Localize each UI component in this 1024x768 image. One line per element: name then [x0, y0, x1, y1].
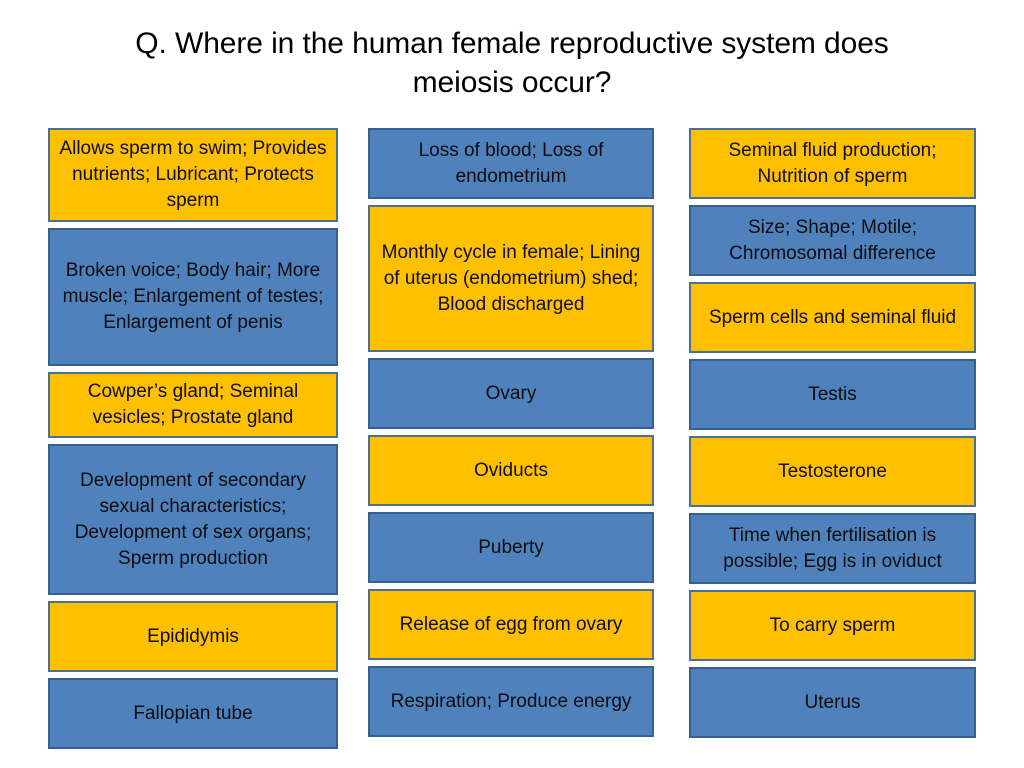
answer-box-label: Fallopian tube — [133, 702, 253, 724]
answer-box[interactable]: Broken voice; Body hair; More muscle; En… — [48, 228, 338, 366]
answer-box-label: Monthly cycle in female; Lining of uteru… — [381, 241, 641, 315]
answer-box-label: Oviducts — [474, 459, 548, 481]
answer-box[interactable]: Testosterone — [689, 436, 976, 507]
answer-box[interactable]: Allows sperm to swim; Provides nutrients… — [48, 128, 338, 222]
answer-box-label: Ovary — [485, 382, 537, 404]
answer-box[interactable]: Uterus — [689, 667, 976, 738]
answer-box-label: To carry sperm — [769, 614, 896, 636]
answer-box[interactable]: Sperm cells and seminal fluid — [689, 282, 976, 353]
answer-box-label: Cowper’s gland; Seminal vesicles; Prosta… — [87, 381, 299, 428]
answer-box-label: Development of secondary sexual characte… — [74, 469, 312, 569]
answer-box[interactable]: Epididymis — [48, 601, 338, 672]
answer-box-label: Testis — [808, 383, 857, 405]
answer-box-label: Puberty — [478, 536, 544, 558]
answer-box[interactable]: To carry sperm — [689, 590, 976, 661]
answer-box-label: Epididymis — [147, 625, 239, 647]
answer-box[interactable]: Oviducts — [368, 435, 654, 506]
page-title: Q. Where in the human female reproductiv… — [135, 27, 889, 99]
answer-box[interactable]: Time when fertilisation is possible; Egg… — [689, 513, 976, 584]
answer-box[interactable]: Monthly cycle in female; Lining of uteru… — [368, 205, 654, 352]
answer-box[interactable]: Respiration; Produce energy — [368, 666, 654, 737]
answer-column-1: Allows sperm to swim; Provides nutrients… — [48, 128, 338, 749]
answer-box-label: Respiration; Produce energy — [390, 690, 632, 712]
answer-box-label: Loss of blood; Loss of endometrium — [418, 139, 604, 187]
answer-box-label: Release of egg from ovary — [399, 613, 623, 635]
answer-box-label: Broken voice; Body hair; More muscle; En… — [62, 260, 324, 333]
answer-box-label: Time when fertilisation is possible; Egg… — [723, 524, 942, 572]
answer-box[interactable]: Loss of blood; Loss of endometrium — [368, 128, 654, 199]
answer-box[interactable]: Testis — [689, 359, 976, 430]
answer-box[interactable]: Cowper’s gland; Seminal vesicles; Prosta… — [48, 372, 338, 438]
answer-box[interactable]: Size; Shape; Motile; Chromosomal differe… — [689, 205, 976, 276]
answer-box[interactable]: Seminal fluid production; Nutrition of s… — [689, 128, 976, 199]
answer-box[interactable]: Development of secondary sexual characte… — [48, 444, 338, 595]
answer-box-label: Sperm cells and seminal fluid — [708, 306, 957, 328]
answer-box-label: Uterus — [804, 691, 861, 713]
answer-box-label: Seminal fluid production; Nutrition of s… — [728, 139, 937, 187]
answer-column-3: Seminal fluid production; Nutrition of s… — [689, 128, 976, 738]
answer-box-label: Testosterone — [778, 460, 887, 482]
answer-box[interactable]: Release of egg from ovary — [368, 589, 654, 660]
answer-box[interactable]: Ovary — [368, 358, 654, 429]
answer-box[interactable]: Puberty — [368, 512, 654, 583]
answer-box-label: Allows sperm to swim; Provides nutrients… — [59, 138, 327, 211]
answer-box-label: Size; Shape; Motile; Chromosomal differe… — [729, 216, 936, 264]
answer-box[interactable]: Fallopian tube — [48, 678, 338, 749]
